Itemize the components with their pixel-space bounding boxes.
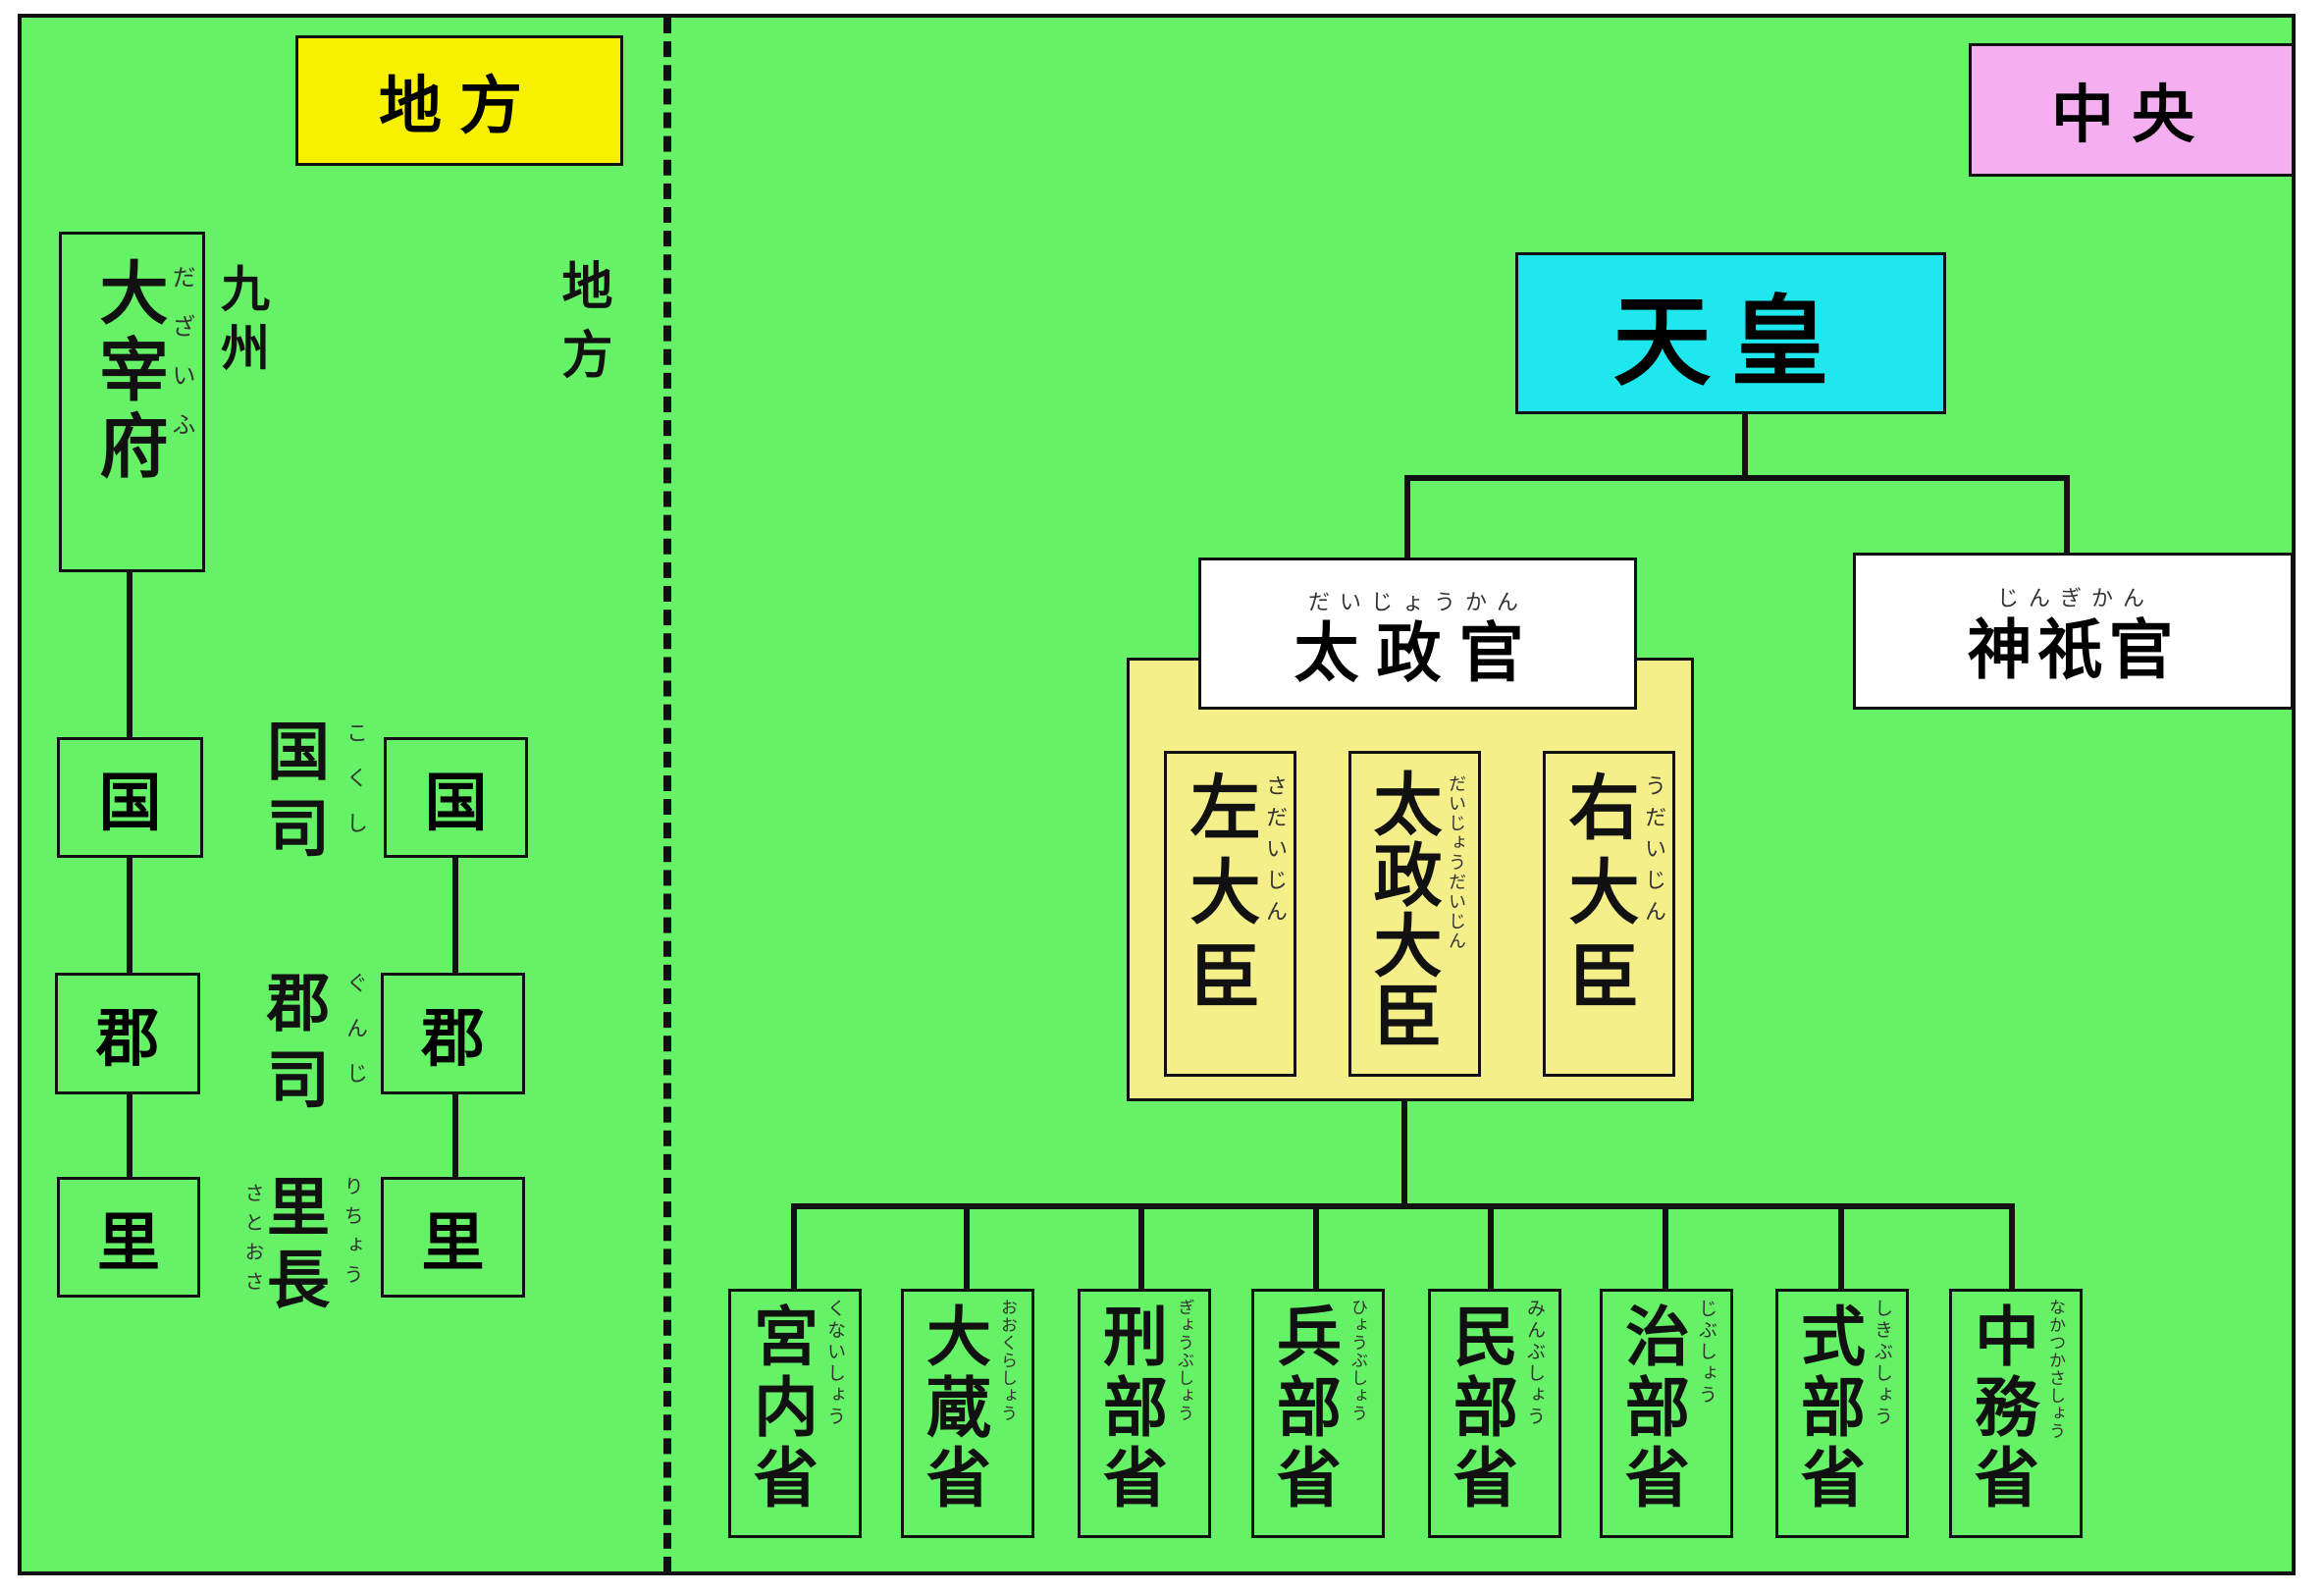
- minister-2-box: [1348, 751, 1481, 1077]
- minister-1-ruby: さだいじん: [1262, 774, 1287, 931]
- minister-3-box: [1543, 751, 1675, 1077]
- minister-1-label: 左大臣: [1178, 770, 1260, 1024]
- central-section-label: 中央: [1969, 43, 2295, 177]
- minister-1-box: [1164, 751, 1296, 1077]
- ministry-connector: [1838, 1203, 1844, 1292]
- daijokan-ruby: だいじょうかん: [1307, 591, 1528, 615]
- ministry-connector: [1488, 1203, 1494, 1292]
- ministry-7-box: [1775, 1289, 1909, 1538]
- ministry-5-label: 民部省: [1443, 1302, 1518, 1514]
- left-connector-2: [127, 857, 132, 973]
- kokushi-ruby: こくし: [343, 721, 367, 857]
- kokushi-label: 国司: [256, 718, 329, 872]
- ministry-connector: [1138, 1203, 1144, 1292]
- emperor-branch-line: [1404, 475, 2070, 481]
- richou-label: 里長: [256, 1174, 329, 1319]
- jingikan-ruby: じんぎかん: [1996, 587, 2154, 611]
- right-connector-1: [452, 857, 458, 973]
- gun-box-right: 郡: [381, 973, 525, 1094]
- ministry-2-ruby: おおくらしょう: [997, 1299, 1017, 1422]
- divider-dashed-line: [663, 18, 671, 1572]
- ministry-8-box: [1949, 1289, 2083, 1538]
- ministry-4-ruby: ひょうぶしょう: [1347, 1299, 1367, 1422]
- dazaifu-ruby: だざいふ: [168, 265, 195, 461]
- left-connector-3: [127, 1092, 132, 1177]
- ministry-1-label: 宮内省: [743, 1302, 819, 1514]
- local-note: 地方: [553, 259, 611, 397]
- daijokan-up-line: [1404, 475, 1410, 558]
- kuni-box-left: 国: [57, 737, 203, 858]
- ministries-branch-line: [791, 1203, 2015, 1209]
- gun-box-left: 郡: [55, 973, 200, 1094]
- ministry-5-box: [1428, 1289, 1561, 1538]
- richou-ruby-b: さとおさ: [241, 1183, 265, 1301]
- ministry-4-label: 兵部省: [1266, 1302, 1342, 1514]
- local-section-label: 地方: [295, 35, 623, 166]
- ministry-6-label: 治部省: [1614, 1302, 1690, 1514]
- emperor-box: 天皇: [1515, 252, 1946, 414]
- ministry-connector: [964, 1203, 970, 1292]
- kyushu-note: 九州: [213, 263, 270, 381]
- jingikan-box: 神祇官: [1853, 553, 2294, 710]
- minister-2-label: 太政大臣: [1362, 769, 1443, 1051]
- sato-box-left: 里: [57, 1177, 200, 1298]
- minister-2-ruby: だいじょうだいじん: [1446, 774, 1466, 951]
- minister-3-ruby: うだいじん: [1641, 774, 1665, 931]
- dazaifu-box: [59, 232, 205, 572]
- ministry-8-label: 中務省: [1964, 1302, 2039, 1514]
- ministry-4-box: [1251, 1289, 1385, 1538]
- minister-3-label: 右大臣: [1557, 770, 1639, 1024]
- kuni-box-right: 国: [384, 737, 528, 858]
- richou-ruby-a: りちょう: [341, 1176, 364, 1294]
- ministry-6-box: [1600, 1289, 1733, 1538]
- ministry-7-label: 式部省: [1790, 1302, 1866, 1514]
- jingikan-up-line: [2064, 475, 2070, 554]
- dazaifu-label: 大宰府: [88, 257, 169, 487]
- ministry-2-box: [901, 1289, 1034, 1538]
- ministry-connector: [1313, 1203, 1319, 1292]
- ministry-6-ruby: じぶしょう: [1696, 1299, 1717, 1407]
- minister-group: [1127, 658, 1694, 1101]
- daijokan-box: 太政官: [1198, 558, 1637, 710]
- ministry-3-ruby: ぎょうぶしょう: [1174, 1299, 1193, 1422]
- ministry-connector: [2009, 1203, 2015, 1292]
- ministers-down-line: [1401, 1101, 1407, 1207]
- ministry-3-label: 刑部省: [1092, 1302, 1168, 1514]
- ministry-1-ruby: くないしょう: [824, 1299, 846, 1428]
- ministry-1-box: [728, 1289, 862, 1538]
- emperor-down-line: [1742, 414, 1748, 479]
- ministry-3-box: [1078, 1289, 1211, 1538]
- ministry-7-ruby: しきぶしょう: [1872, 1299, 1893, 1428]
- gunji-label: 郡司: [256, 970, 329, 1123]
- ministry-connector: [1663, 1203, 1668, 1292]
- ministry-5-ruby: みんぶしょう: [1524, 1299, 1546, 1428]
- ministry-8-ruby: なかつかさしょう: [2045, 1299, 2065, 1440]
- right-connector-2: [452, 1092, 458, 1177]
- sato-box-right: 里: [381, 1177, 525, 1298]
- gunji-ruby: ぐんじ: [343, 972, 367, 1107]
- ministry-connector: [791, 1203, 797, 1292]
- ministry-2-label: 大蔵省: [916, 1302, 991, 1514]
- left-connector-1: [127, 572, 132, 739]
